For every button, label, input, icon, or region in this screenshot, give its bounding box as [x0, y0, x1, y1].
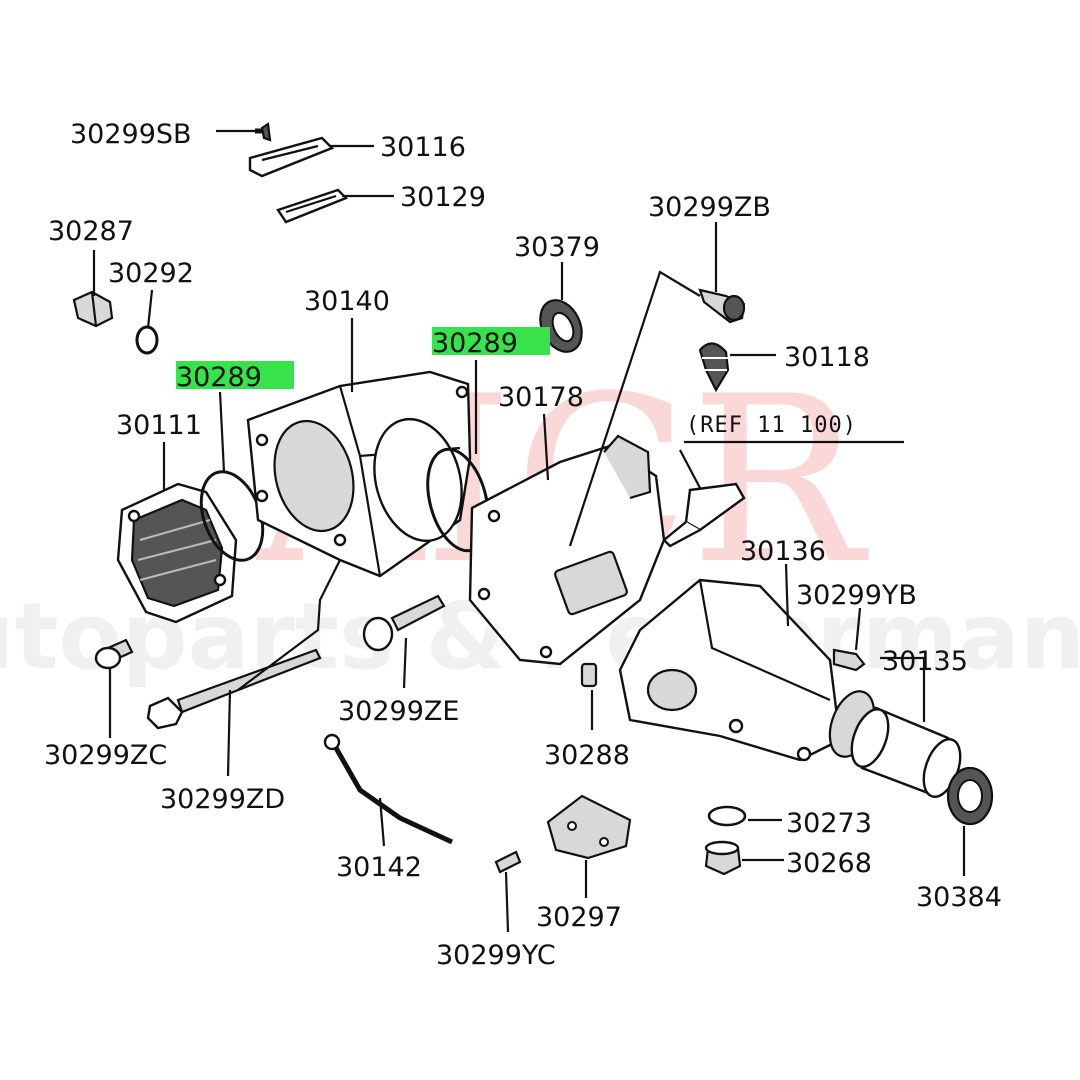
part-30129-gasket: [276, 188, 349, 224]
part-30111-cover: [116, 482, 238, 624]
part-30118-breather: [698, 342, 730, 393]
label-30292: 30292: [108, 258, 194, 289]
label-30289-right: 30289: [432, 328, 518, 359]
label-30289-left: 30289: [176, 362, 262, 393]
part-30299YC-bolt: [494, 850, 522, 874]
label-30136: 30136: [740, 536, 826, 567]
label-30299ZE: 30299ZE: [338, 696, 459, 727]
label-30299ZD: 30299ZD: [160, 784, 285, 815]
label-30287: 30287: [48, 216, 134, 247]
label-30116: 30116: [380, 132, 466, 163]
label-30299YB: 30299YB: [796, 580, 917, 611]
part-30299ZB-bolt: [698, 288, 746, 324]
part-30384-seal: [946, 766, 994, 826]
part-30136-extension: [618, 578, 842, 762]
label-30268: 30268: [786, 848, 872, 879]
part-30268-plug: [704, 840, 742, 876]
part-30292-washer: [135, 325, 159, 355]
label-30379: 30379: [514, 232, 600, 263]
label-30273: 30273: [786, 808, 872, 839]
label-ref-11-100: (REF 11 100): [686, 413, 857, 438]
part-30273-washer: [707, 805, 747, 827]
part-30379-seal: [539, 299, 583, 353]
label-30140: 30140: [304, 286, 390, 317]
label-30299SB: 30299SB: [70, 119, 192, 150]
highlight-30289-right: [432, 327, 550, 355]
part-30178-gearcase: [468, 434, 666, 666]
part-30287-plug: [72, 290, 114, 328]
label-30299ZB: 30299ZB: [648, 192, 771, 223]
part-30299ZE-bolt: [362, 594, 446, 652]
part-30299SB-screw: [255, 122, 272, 142]
part-30140-housing: [246, 370, 472, 578]
label-30118: 30118: [784, 342, 870, 373]
label-30142: 30142: [336, 852, 422, 883]
part-30135-bushing: [828, 690, 962, 798]
label-30129: 30129: [400, 182, 486, 213]
part-sealant-tube: [662, 482, 746, 548]
part-30299ZC-bolt: [94, 638, 134, 670]
label-30297: 30297: [536, 902, 622, 933]
leader-lines: [92, 129, 966, 933]
part-30142-dipstick: [323, 733, 454, 845]
label-30111: 30111: [116, 410, 202, 441]
part-30116-plate: [248, 136, 335, 178]
part-30299YB-bolt: [832, 648, 866, 672]
label-30299ZC: 30299ZC: [44, 740, 167, 771]
label-30299YC: 30299YC: [436, 940, 556, 971]
label-30135: 30135: [882, 646, 968, 677]
label-30288: 30288: [544, 740, 630, 771]
part-30297-bracket: [546, 794, 632, 860]
label-30178: 30178: [498, 382, 584, 413]
highlight-30289-left: [176, 361, 294, 389]
label-30384: 30384: [916, 882, 1002, 913]
part-30288-pin: [580, 662, 598, 688]
